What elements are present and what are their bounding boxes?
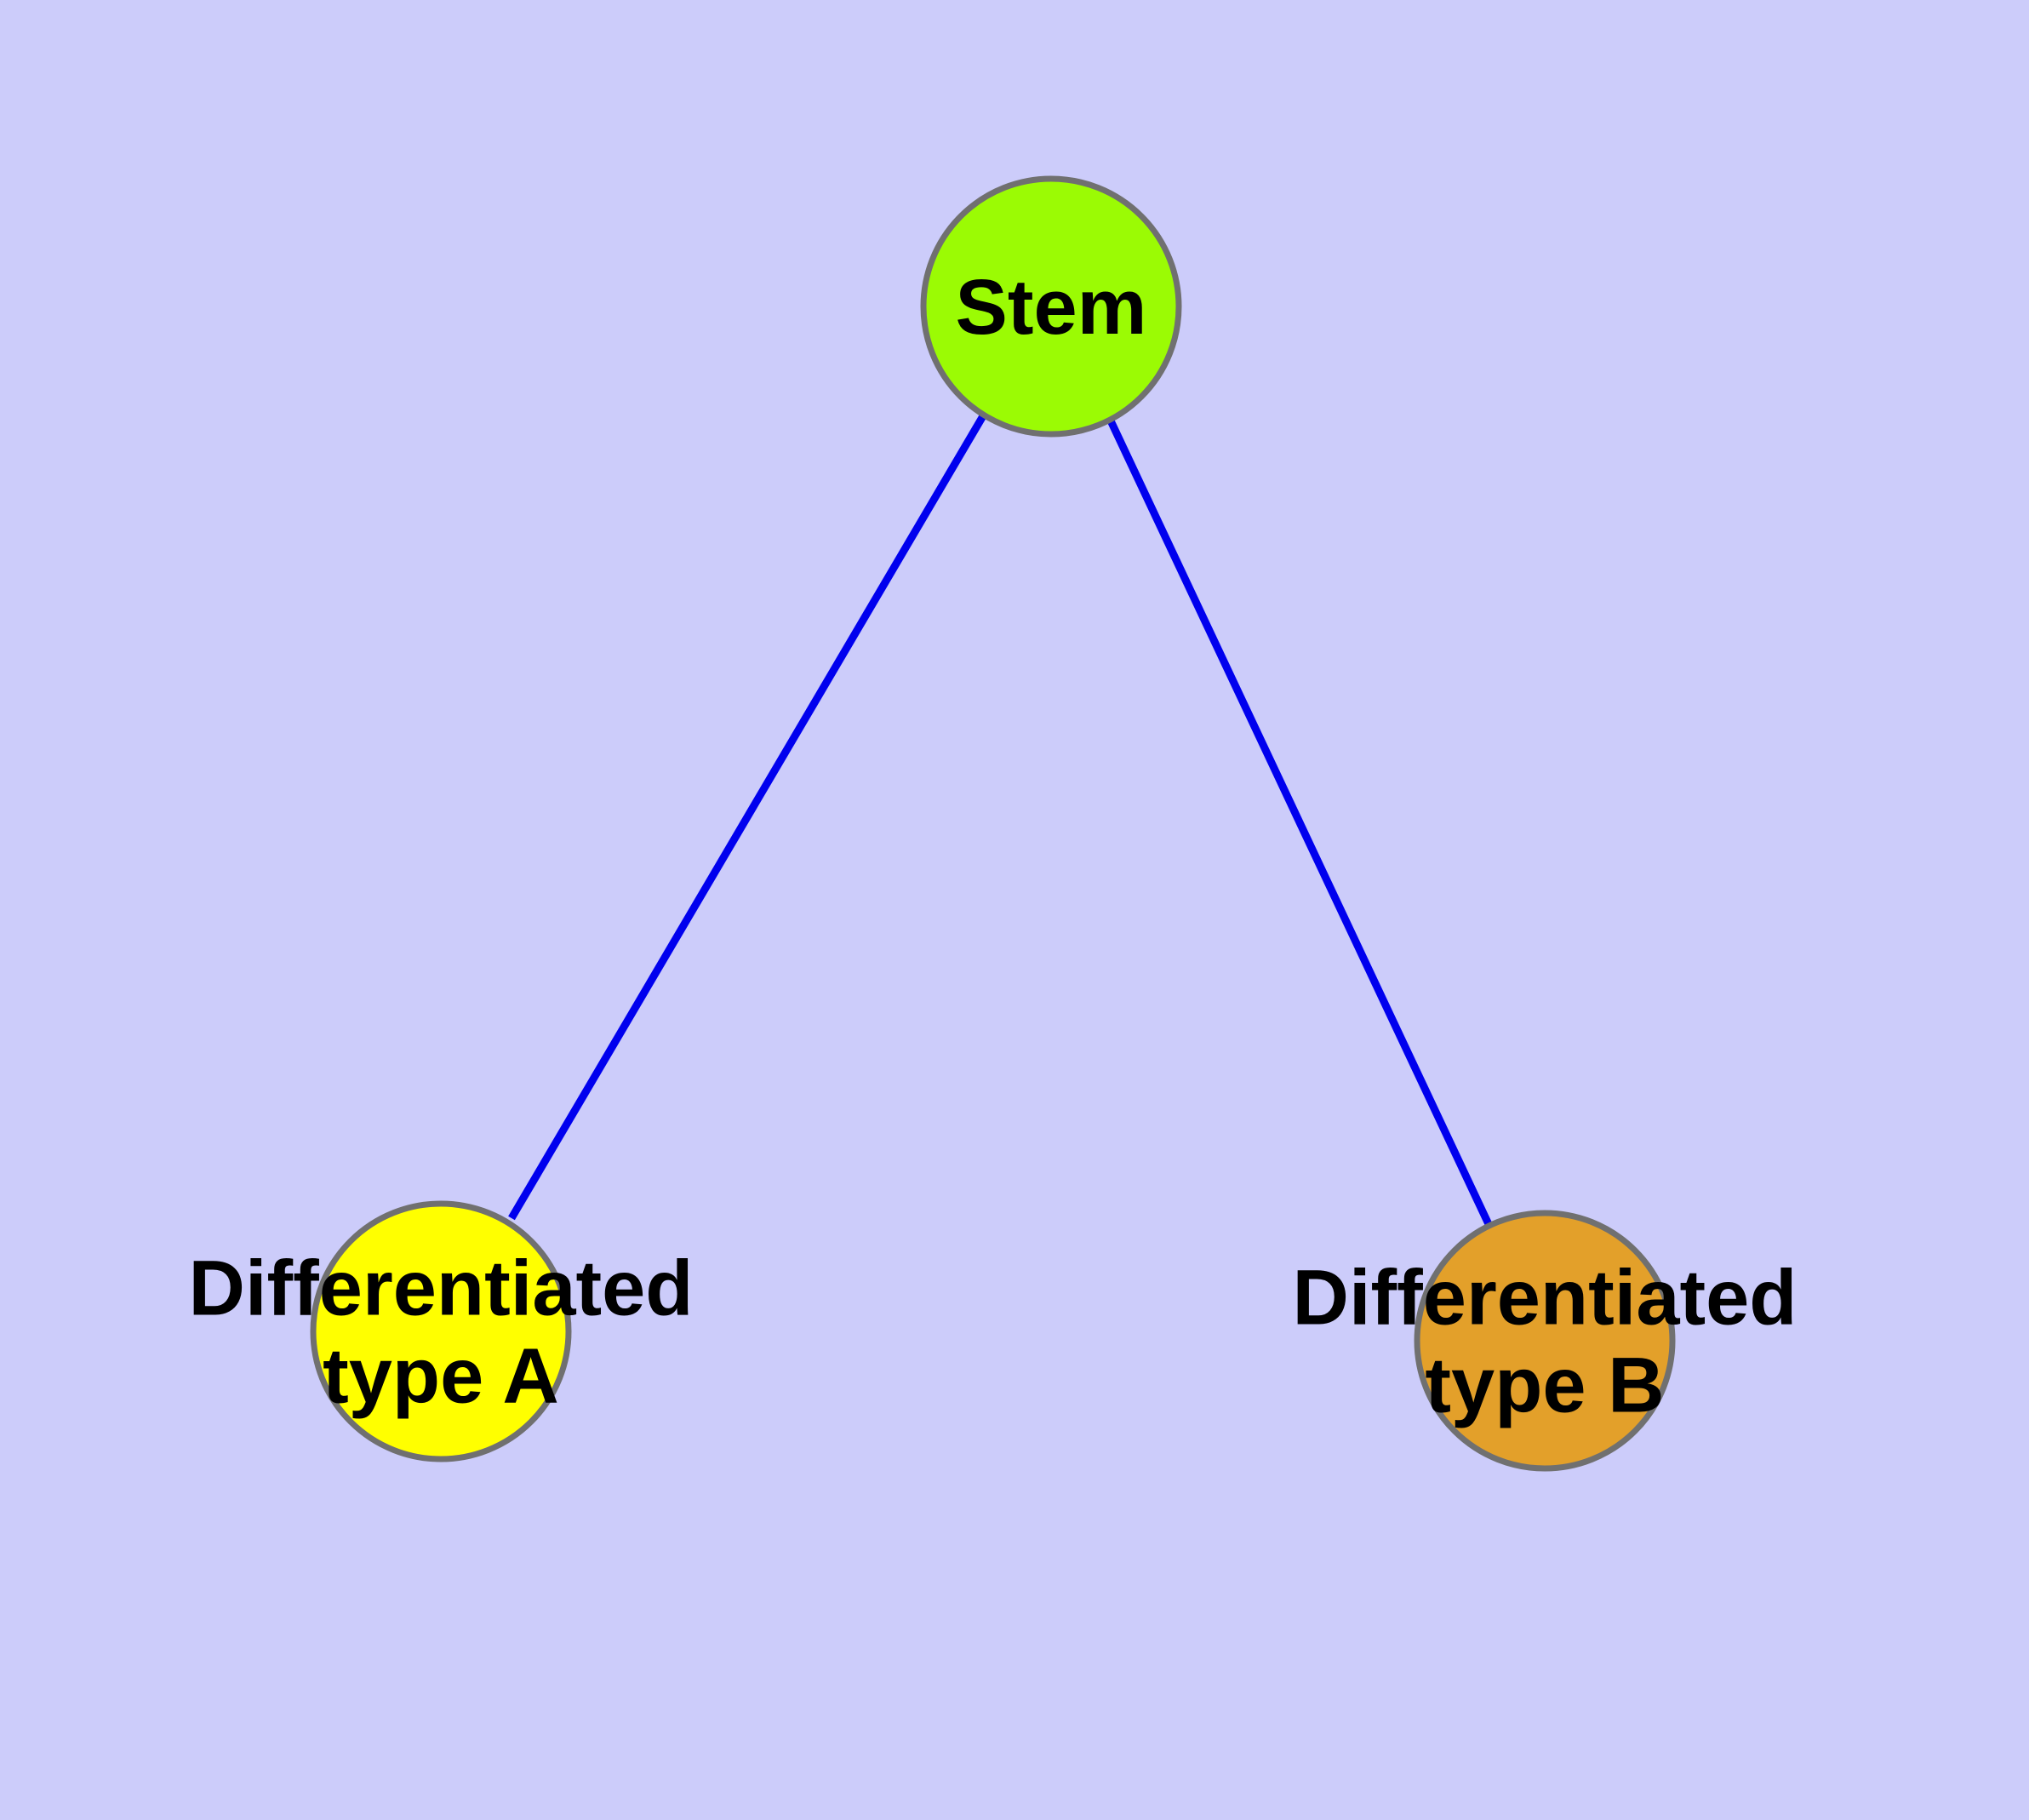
node-diff-b[interactable] bbox=[1414, 1210, 1676, 1472]
node-label-stem: Stem bbox=[956, 264, 1147, 351]
node-label-line: Differentiated bbox=[189, 1245, 694, 1332]
edge-stem-to-diff-a[interactable] bbox=[508, 412, 987, 1221]
node-diff-a[interactable] bbox=[310, 1200, 572, 1462]
node-stem[interactable] bbox=[920, 175, 1182, 438]
nodes-layer bbox=[310, 175, 1676, 1472]
node-label-line: type A bbox=[323, 1333, 559, 1420]
edge-stem-to-diff-b[interactable] bbox=[1105, 415, 1493, 1226]
node-label-line: type B bbox=[1425, 1342, 1664, 1429]
edges-layer bbox=[508, 412, 1493, 1226]
node-label-line: Differentiated bbox=[1293, 1255, 1798, 1342]
node-label-line: Stem bbox=[956, 264, 1147, 351]
